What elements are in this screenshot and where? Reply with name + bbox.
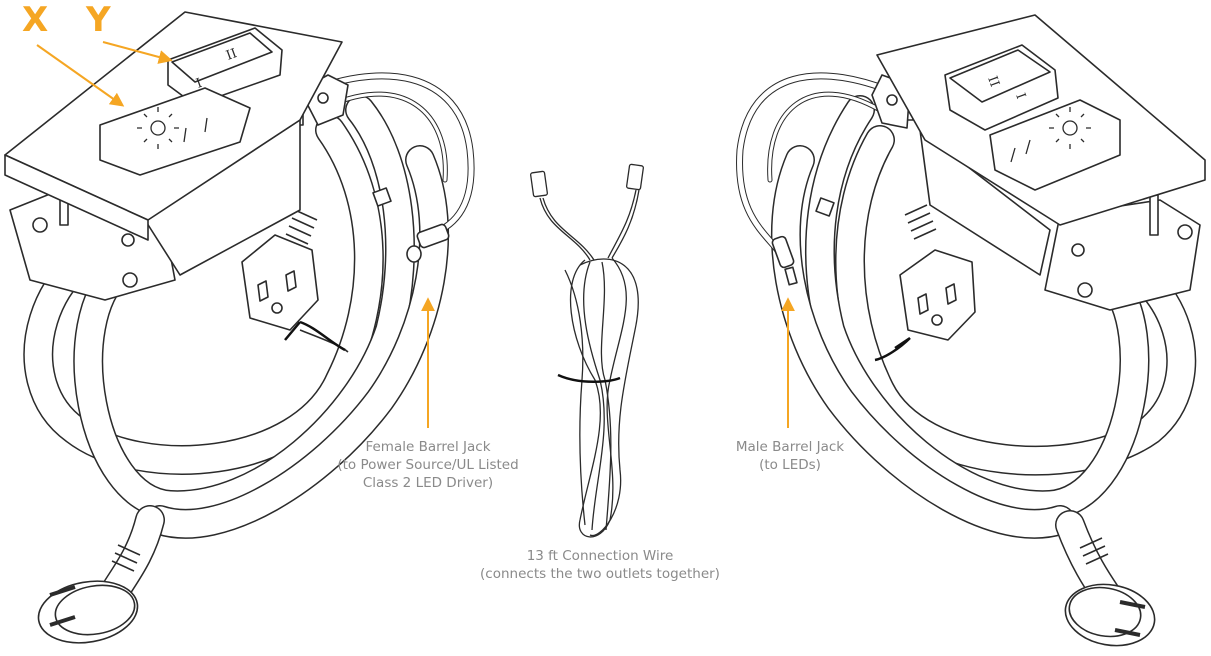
right-outlet-assembly [740, 15, 1205, 652]
callout-letter-x: X [22, 0, 48, 40]
right-cord-receptacle [900, 250, 975, 340]
right-plug [1060, 578, 1159, 653]
callout-letter-y: Y [86, 0, 111, 40]
female-barrel-jack-label: Female Barrel Jack (to Power Source/UL L… [318, 438, 538, 492]
left-outlet-assembly [5, 12, 471, 650]
connection-wire-label: 13 ft Connection Wire (connects the two … [430, 547, 770, 583]
cord-receptacle [242, 235, 348, 352]
connection-wire-graphic [530, 164, 643, 537]
male-barrel-jack-label: Male Barrel Jack (to LEDs) [700, 438, 880, 474]
